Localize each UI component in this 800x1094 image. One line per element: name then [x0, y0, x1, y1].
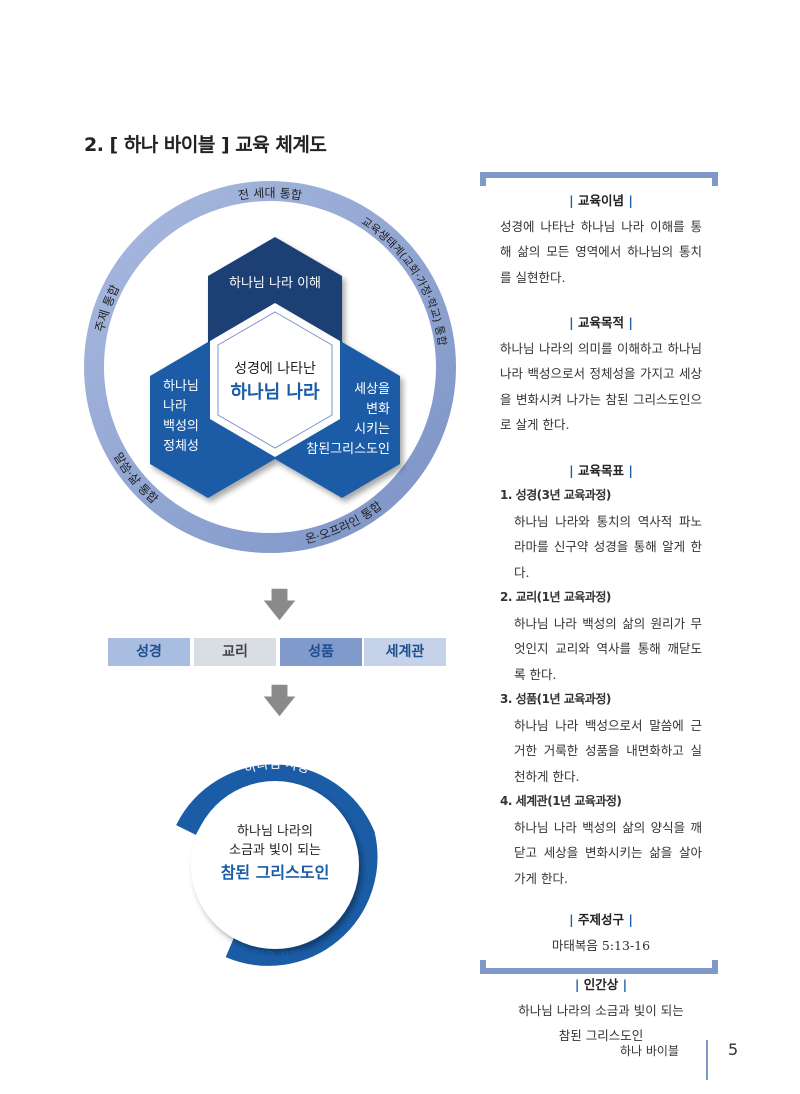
ring-label-bottom-right: 온·오프라인 통합	[304, 499, 385, 547]
svg-text:세상을: 세상을	[354, 382, 390, 397]
integration-ring	[84, 181, 456, 553]
svg-text:참된그리스도인: 참된그리스도인	[306, 442, 390, 457]
ring-label-right: 교육생태계(교회·가정·학교) 통합	[359, 215, 449, 347]
svg-text:시키는: 시키는	[354, 422, 390, 437]
footer-label: 하나 바이블	[620, 1044, 680, 1058]
outcome-circle	[191, 781, 359, 949]
svg-text:변화: 변화	[366, 402, 390, 417]
arc-top-label: 하나님 사랑	[243, 757, 312, 777]
hex-right-label: 세상을 변화 시키는 참된그리스도인	[306, 382, 390, 457]
education-panel: | 교육이념 | 성경에 나타난 하나님 나라 이해를 통해 삶의 모든 영역에…	[480, 172, 718, 1043]
panel-bracket-top	[480, 172, 718, 186]
system-diagram: 전 세대 통합 교육생태계(교회·가정·학교) 통합 주제 통합 온·오프라인 …	[84, 181, 456, 966]
outcome-line3: 참된 그리스도인	[221, 863, 330, 882]
outcome-line1: 하나님 나라의	[237, 824, 313, 839]
svg-text:백성의: 백성의	[163, 419, 199, 434]
svg-text:하나님: 하나님	[163, 379, 199, 394]
purpose-text: 하나님 나라의 의미를 이해하고 하나님 나라 백성으로서 정체성을 가지고 세…	[500, 340, 702, 433]
love-arc	[176, 764, 378, 966]
category-character: 성품	[280, 638, 362, 666]
purpose-heading: | 교육목적 |	[569, 315, 633, 330]
down-arrow-icon: 🡇	[262, 585, 297, 625]
philosophy-heading: | 교육이념 |	[569, 193, 633, 208]
goal-item: 1. 성경(3년 교육과정)하나님 나라와 통치의 역사적 파노라마를 신구약 …	[500, 488, 702, 580]
svg-text:정체성: 정체성	[163, 439, 199, 454]
person-heading: | 인간상 |	[574, 977, 628, 992]
hex-top-label: 하나님 나라 이해	[229, 276, 321, 291]
down-arrow-icon: 🡇	[262, 681, 297, 721]
center-line1: 성경에 나타난	[234, 361, 316, 377]
footer-divider	[706, 1040, 708, 1080]
philosophy-text: 성경에 나타난 하나님 나라 이해를 통해 삶의 모든 영역에서 하나님의 통치…	[500, 218, 702, 285]
svg-text:나라: 나라	[163, 399, 187, 414]
section-title: 2. [ 하나 바이블 ] 교육 체계도	[84, 134, 327, 156]
category-doctrine: 교리	[194, 638, 276, 666]
goal-item: 2. 교리(1년 교육과정)하나님 나라 백성의 삶의 원리가 무엇인지 교리와…	[500, 590, 702, 682]
ring-label-top: 전 세대 통합	[237, 186, 303, 203]
outcome-line2: 소금과 빛이 되는	[229, 843, 321, 858]
verse-heading: | 주제성구 |	[569, 912, 633, 927]
goal-item: 4. 세계관(1년 교육과정)하나님 나라 백성의 삶의 양식을 깨닫고 세상을…	[500, 794, 702, 886]
category-worldview: 세계관	[364, 638, 446, 666]
person-line2: 참된 그리스도인	[558, 1028, 644, 1043]
center-line2: 하나님 나라	[230, 382, 320, 403]
hex-left-label: 하나님 나라 백성의 정체성	[163, 379, 199, 454]
goals-heading: | 교육목표 |	[569, 462, 633, 478]
hex-center	[210, 303, 340, 457]
page-number: 5	[728, 1040, 739, 1059]
category-bible: 성경	[108, 638, 190, 666]
panel-bracket-bottom	[480, 960, 718, 974]
person-line1: 하나님 나라의 소금과 빛이 되는	[518, 1002, 684, 1018]
arc-bottom-label: 이웃 사랑	[250, 948, 303, 966]
verse-text: 마태복음 5:13-16	[551, 937, 651, 953]
goal-item: 3. 성품(1년 교육과정)하나님 나라 백성으로서 말씀에 근거한 거룩한 성…	[500, 692, 702, 784]
